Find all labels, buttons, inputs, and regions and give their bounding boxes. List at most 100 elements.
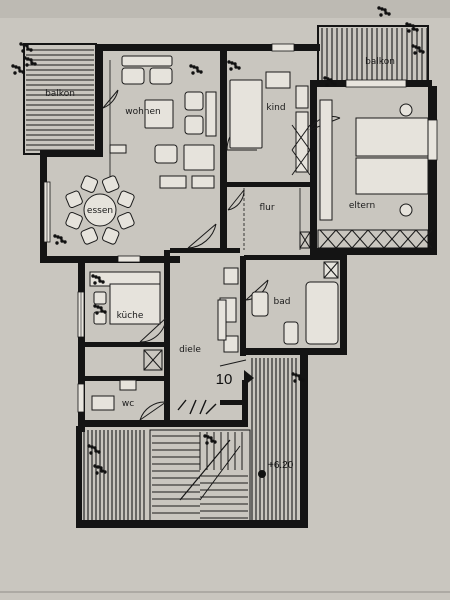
parents-room-furniture <box>317 99 433 249</box>
shrub-dot <box>377 6 381 10</box>
wc-fixtures <box>91 379 137 411</box>
shrub-dot <box>98 279 102 283</box>
dining-chair <box>117 190 135 209</box>
wardrobe-line <box>319 229 337 249</box>
shrub-dot <box>55 241 59 245</box>
room-labels: balkon balkon wohnen kind essen flur elt… <box>45 57 395 471</box>
shrub-dot <box>25 63 29 67</box>
shrub-dot <box>412 27 416 31</box>
label-essen: essen <box>87 206 113 216</box>
shrub-dot <box>30 61 34 65</box>
shrub-dot <box>99 306 103 310</box>
shrub-dot <box>291 372 295 376</box>
shrub-dot <box>93 304 97 308</box>
label-balkon-left: balkon <box>45 89 75 99</box>
shrub-dot <box>293 379 297 383</box>
shrub-dot <box>11 64 15 68</box>
shrub-dot <box>103 310 107 314</box>
bathroom-fixtures <box>251 261 339 345</box>
wardrobe-line <box>383 229 401 249</box>
shrub-dot <box>18 69 22 73</box>
shrub-dot <box>29 48 33 52</box>
shrub-dot <box>87 444 91 448</box>
wardrobe-line <box>367 229 385 249</box>
shrub-dot <box>89 451 93 455</box>
label-balkon-right: balkon <box>365 57 395 67</box>
apartment-number: 10 <box>216 371 233 388</box>
shrub-dot <box>407 29 411 33</box>
shrub-dot <box>97 450 101 454</box>
label-diele: diele <box>179 345 201 355</box>
level-mark: +6.20 <box>268 460 294 471</box>
shrub-dot <box>29 58 33 62</box>
shrub-dot <box>413 51 417 55</box>
dining-chair <box>80 227 99 245</box>
shrub-dot <box>415 28 419 32</box>
label-wohnen: wohnen <box>125 107 161 117</box>
shrub-dot <box>330 81 334 85</box>
shrub-dots <box>11 6 425 475</box>
shrub-dot <box>21 49 25 53</box>
shrub-dot <box>191 71 195 75</box>
shrub-dot <box>233 62 237 66</box>
shrub-dot <box>199 70 203 74</box>
shrub-dot <box>230 61 234 65</box>
shrub-dot <box>297 374 301 378</box>
shrub-dot <box>209 436 213 440</box>
shrub-dot <box>411 44 415 48</box>
dining-chair <box>65 211 83 230</box>
shrub-dot <box>101 280 105 284</box>
shrub-dot <box>205 441 209 445</box>
label-wc: wc <box>122 399 134 409</box>
balcony-right <box>317 25 429 83</box>
wardrobe-outline <box>317 229 429 249</box>
shrub-dot <box>94 449 98 453</box>
shrub-dot <box>93 281 97 285</box>
shrub-dot <box>298 377 302 381</box>
dining-chair <box>80 175 99 193</box>
shrub-dot <box>14 65 18 69</box>
shrub-dot <box>26 47 30 51</box>
shrub-dot <box>229 67 233 71</box>
dining-chair <box>117 211 135 230</box>
shrub-dot <box>59 236 63 240</box>
label-kind: kind <box>266 103 285 113</box>
shrub-dot <box>63 240 67 244</box>
shrub-dot <box>25 44 29 48</box>
wardrobe-line <box>415 229 433 249</box>
entrance-hall-details <box>177 267 254 415</box>
shrub-dot <box>33 62 37 66</box>
shrub-dot <box>210 439 214 443</box>
shrub-dot <box>405 22 409 26</box>
shrub-dot <box>323 76 327 80</box>
shrub-dot <box>100 469 104 473</box>
shrub-dot <box>95 471 99 475</box>
shrub-dot <box>333 82 337 86</box>
windows <box>43 43 438 413</box>
shrub-dot <box>408 23 412 27</box>
shrub-dot <box>192 65 196 69</box>
balcony-left <box>23 43 97 155</box>
shrub-dot <box>93 464 97 468</box>
shrub-dot <box>301 378 305 382</box>
interior-walls <box>84 44 342 425</box>
kitchen-furniture <box>89 271 163 371</box>
shrub-dot <box>19 42 23 46</box>
shrub-dot <box>418 49 422 53</box>
shrub-dot <box>387 12 391 16</box>
shrub-dot <box>96 465 100 469</box>
shrub-dot <box>99 466 103 470</box>
shrub-dot <box>196 69 200 73</box>
shrub-dot <box>21 70 25 74</box>
shrub-dot <box>325 83 329 87</box>
wardrobe-line <box>399 229 417 249</box>
staircase <box>83 358 297 523</box>
shrub-dot <box>384 11 388 15</box>
shrub-dot <box>53 234 57 238</box>
shrub-dot <box>189 64 193 68</box>
shrub-dot <box>195 66 199 70</box>
shrub-dot <box>94 275 98 279</box>
label-bad: bad <box>274 297 291 307</box>
shrub-dot <box>23 56 27 60</box>
label-kueche: küche <box>117 311 144 321</box>
